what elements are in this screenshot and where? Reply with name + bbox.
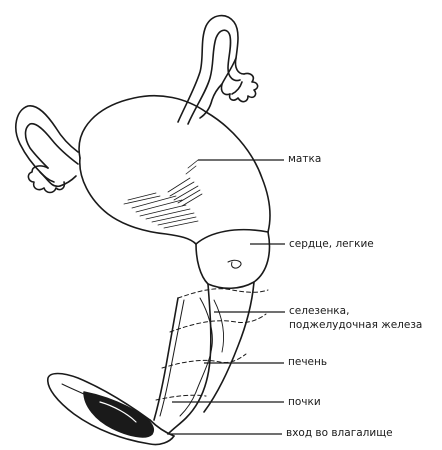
- label-uterus: матка: [288, 153, 321, 166]
- label-liver: печень: [288, 356, 327, 369]
- label-vaginal-entrance: вход во влагалище: [286, 427, 393, 440]
- label-spleen-line1: селезенка,: [289, 305, 349, 318]
- label-kidneys: почки: [288, 396, 321, 409]
- label-spleen-line2: поджелудочная железа: [289, 319, 422, 332]
- label-heart-lungs: сердце, легкие: [289, 238, 374, 251]
